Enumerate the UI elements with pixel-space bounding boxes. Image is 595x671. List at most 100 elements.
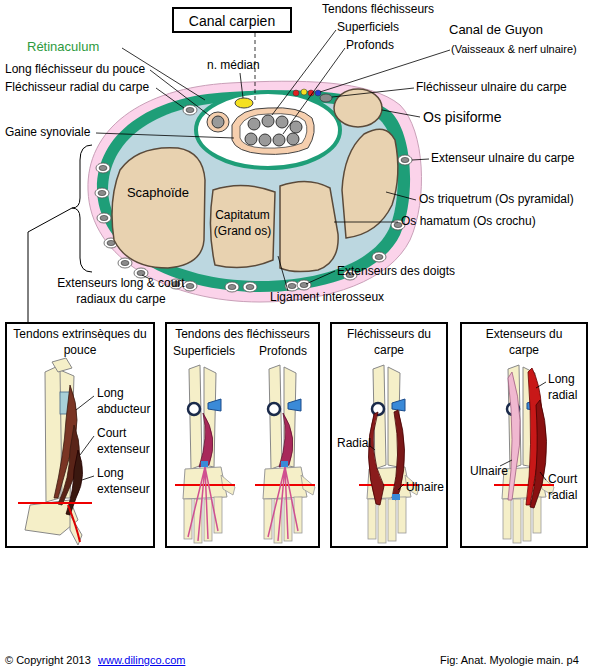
guyon-vessel — [315, 90, 321, 96]
muscle — [392, 410, 405, 500]
extensor-tendon — [95, 188, 109, 198]
leader-line — [334, 222, 398, 223]
panel-box: Tendons des fléchisseursSuperficiels Prof… — [165, 322, 320, 548]
arm-skeleton — [255, 365, 315, 543]
node-heading: Canal carpien — [174, 12, 290, 30]
part-label: Fléchisseur ulnaire du carpe — [416, 80, 567, 96]
leader-line — [283, 48, 345, 134]
extensor-tendon — [183, 281, 197, 291]
part-label: Os triquetrum (Os pyramidal) — [419, 192, 574, 208]
node-label: Long abducteur — [97, 386, 153, 417]
flexor-tendon — [259, 134, 271, 146]
flexor-tendon — [262, 115, 274, 127]
leader-line — [76, 396, 94, 480]
part-label: (Vaisseaux & nerf ulnaire) — [451, 42, 577, 56]
arm-skeleton — [175, 365, 235, 543]
bone-outline — [112, 148, 205, 268]
node-label: Ulnaire — [406, 480, 444, 496]
bone-shape: Scaphoïde — [108, 140, 208, 270]
node-label: Court extenseur — [97, 426, 153, 457]
flexor-muscle — [188, 413, 218, 541]
sheath-interior — [240, 114, 307, 149]
panel-box: Extenseurs du carpeLong radialUlnaireCou… — [460, 322, 588, 548]
extensor-tendon — [118, 258, 132, 268]
part-label: Rétinaculum — [27, 39, 99, 56]
muscle — [508, 372, 520, 500]
insertion — [392, 494, 400, 500]
extensor-tendon — [96, 163, 110, 173]
flexor-tendon — [276, 116, 288, 128]
title-box: Canal carpien — [172, 7, 292, 33]
part-label: Superficiels — [337, 20, 399, 36]
extensor-tendon — [372, 252, 386, 262]
flexor-tendon — [290, 121, 302, 133]
part-label: © Copyright 2013 — [5, 653, 91, 667]
node-label: Profonds — [259, 344, 307, 360]
leader-line — [386, 192, 416, 200]
leader-line — [272, 30, 336, 115]
hamatum-bone — [280, 181, 338, 271]
leader-line — [332, 88, 414, 97]
leader-line — [382, 110, 420, 117]
synovial-sheath — [232, 108, 314, 155]
flexor-tendon — [273, 134, 285, 146]
bracket — [72, 145, 92, 272]
part-label: Os hamatum (Os crochu) — [401, 214, 536, 230]
median-nerve — [235, 98, 253, 108]
part-label: Extenseurs long & court radiaux du carpe — [48, 276, 194, 307]
extensor-tendon — [297, 280, 311, 290]
leader-line — [156, 88, 184, 108]
part-label: www.dilingco.com — [98, 653, 185, 667]
leader-line — [96, 133, 234, 138]
guyon-nerve — [301, 89, 307, 95]
flexor-tendon — [245, 133, 257, 145]
node-label: Ulnaire — [470, 464, 508, 480]
bone-shape: Capitatum (Grand os) — [205, 180, 280, 272]
fcu-tendon — [320, 94, 332, 102]
part-label: Os pisiforme — [423, 108, 502, 126]
figure-caption: Fig: Anat. Myologie main. p4 — [440, 653, 579, 667]
node-label: Superficiels — [173, 344, 235, 360]
node-heading: Scaphoïde — [110, 185, 206, 202]
extensor-tendon — [97, 213, 111, 223]
part-label: Ligament interosseux — [270, 290, 384, 306]
part-label: Gaine synoviale — [5, 125, 90, 141]
part-label: Canal de Guyon — [449, 22, 543, 39]
panel-box: Tendons extrinsèques du pouceLong abduct… — [5, 322, 155, 548]
leader-line — [150, 70, 210, 116]
muscle — [368, 412, 384, 505]
tendon — [68, 505, 80, 542]
node-label: Long radial — [548, 372, 588, 403]
wrist-line — [18, 502, 92, 504]
part-label: Tendons fléchisseurs — [322, 2, 434, 18]
extensor-tendon — [243, 282, 257, 292]
fpl-tendon — [212, 116, 224, 128]
node-heading: Tendons des fléchisseurs — [167, 327, 318, 343]
leader-line — [278, 256, 288, 291]
node-label: Radial — [337, 436, 371, 452]
node-heading: Extenseurs du carpe — [480, 327, 568, 358]
arm-skeleton — [359, 365, 419, 543]
extensor-tendon — [225, 282, 239, 292]
part-label: Extenseurs des doigts — [337, 264, 455, 280]
part-label: n. médian — [207, 58, 260, 74]
leader-line — [240, 73, 243, 98]
leader-line — [370, 446, 404, 490]
pisiform-bone — [334, 89, 382, 127]
elbow-bone — [52, 358, 72, 372]
carpal-interior — [108, 101, 398, 281]
node-label: Court radial — [548, 472, 588, 503]
part-label: Long fléchisseur du pouce — [5, 62, 145, 78]
carpal-tunnel — [196, 92, 340, 168]
bracket-line — [28, 208, 72, 322]
muscle — [530, 400, 547, 508]
panel-box: Fléchisseurs du carpeRadialUlnaire — [330, 322, 448, 548]
node-heading: Capitatum (Grand os) — [207, 208, 278, 239]
bone-outline — [108, 140, 208, 270]
arm-skeleton — [494, 365, 554, 543]
node-heading: Fléchisseurs du carpe — [346, 327, 432, 358]
guyon-vessel — [293, 90, 299, 96]
part-label: Profonds — [346, 38, 394, 54]
node-heading: Tendons extrinsèques du pouce — [11, 327, 149, 358]
